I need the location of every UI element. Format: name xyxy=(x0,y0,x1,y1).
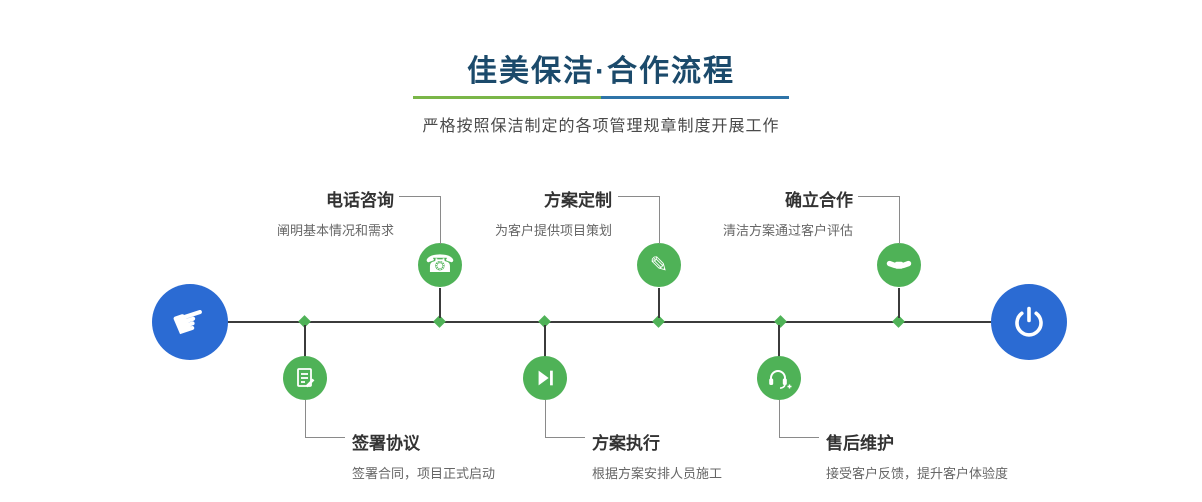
step-icon-circle: ☎ xyxy=(418,243,462,287)
section-title: 佳美保洁·合作流程 xyxy=(467,55,735,88)
connector-line xyxy=(898,288,900,318)
divider-green-segment xyxy=(413,96,601,99)
connector-line xyxy=(439,288,441,318)
divider-blue-segment xyxy=(601,96,789,99)
contract-icon xyxy=(297,368,315,388)
phone-icon: ☎ xyxy=(425,251,455,278)
step-title: 售后维护 xyxy=(826,434,894,453)
step-phone-consult: 电话咨询 阐明基本情况和需求 xyxy=(277,186,394,239)
step-desc: 为客户提供项目策划 xyxy=(494,223,612,238)
title-divider xyxy=(413,96,789,99)
connector-line xyxy=(779,437,819,438)
step-title: 签署协议 xyxy=(352,434,420,453)
connector-line xyxy=(399,196,440,197)
connector-line xyxy=(304,325,306,357)
play-forward-icon xyxy=(538,370,553,386)
connector-line xyxy=(545,437,585,438)
connector-line xyxy=(305,400,306,438)
timeline-diamond xyxy=(774,315,787,328)
step-desc: 阐明基本情况和需求 xyxy=(276,223,394,238)
step-icon-circle xyxy=(877,243,921,287)
step-establish-coop: 确立合作 清洁方案通过客户评估 xyxy=(723,186,853,239)
step-aftersale-maintain: 售后维护 接受客户反馈，提升客户体验度 xyxy=(826,429,1008,482)
connector-line xyxy=(618,196,659,197)
step-title: 方案执行 xyxy=(592,434,660,453)
connector-line xyxy=(440,196,441,244)
connector-line xyxy=(899,196,900,244)
power-icon xyxy=(1015,306,1043,337)
step-icon-circle: ✎ xyxy=(637,243,681,287)
timeline-line xyxy=(190,321,1030,323)
step-title: 确立合作 xyxy=(785,191,853,210)
step-desc: 接受客户反馈，提升客户体验度 xyxy=(826,466,1009,481)
step-icon-circle xyxy=(523,356,567,400)
step-plan-execute: 方案执行 根据方案安排人员施工 xyxy=(592,429,722,482)
handshake-icon xyxy=(886,260,912,269)
step-title: 方案定制 xyxy=(544,191,612,210)
step-icon-circle xyxy=(283,356,327,400)
step-desc: 签署合同，项目正式启动 xyxy=(352,466,496,481)
connector-line xyxy=(544,325,546,357)
connector-line xyxy=(659,196,660,244)
connector-line xyxy=(779,400,780,438)
connector-line xyxy=(658,288,660,318)
timeline-end-node xyxy=(991,284,1067,360)
step-sign-agreement: 签署协议 签署合同，项目正式启动 xyxy=(352,429,495,482)
connector-line xyxy=(305,437,345,438)
headset-icon xyxy=(769,370,792,389)
step-desc: 根据方案安排人员施工 xyxy=(592,466,723,481)
step-desc: 清洁方案通过客户评估 xyxy=(722,223,853,238)
connector-line xyxy=(858,196,899,197)
connector-line xyxy=(778,325,780,357)
step-title: 电话咨询 xyxy=(326,191,394,210)
step-icon-circle xyxy=(757,356,801,400)
connector-line xyxy=(545,400,546,438)
hand-pointer-icon: ☛ xyxy=(166,295,214,349)
step-plan-custom: 方案定制 为客户提供项目策划 xyxy=(495,186,612,239)
section-subtitle: 严格按照保洁制定的各项管理规章制度开展工作 xyxy=(422,118,780,135)
timeline-start-node: ☛ xyxy=(152,284,228,360)
pencil-ruler-icon: ✎ xyxy=(649,252,669,277)
